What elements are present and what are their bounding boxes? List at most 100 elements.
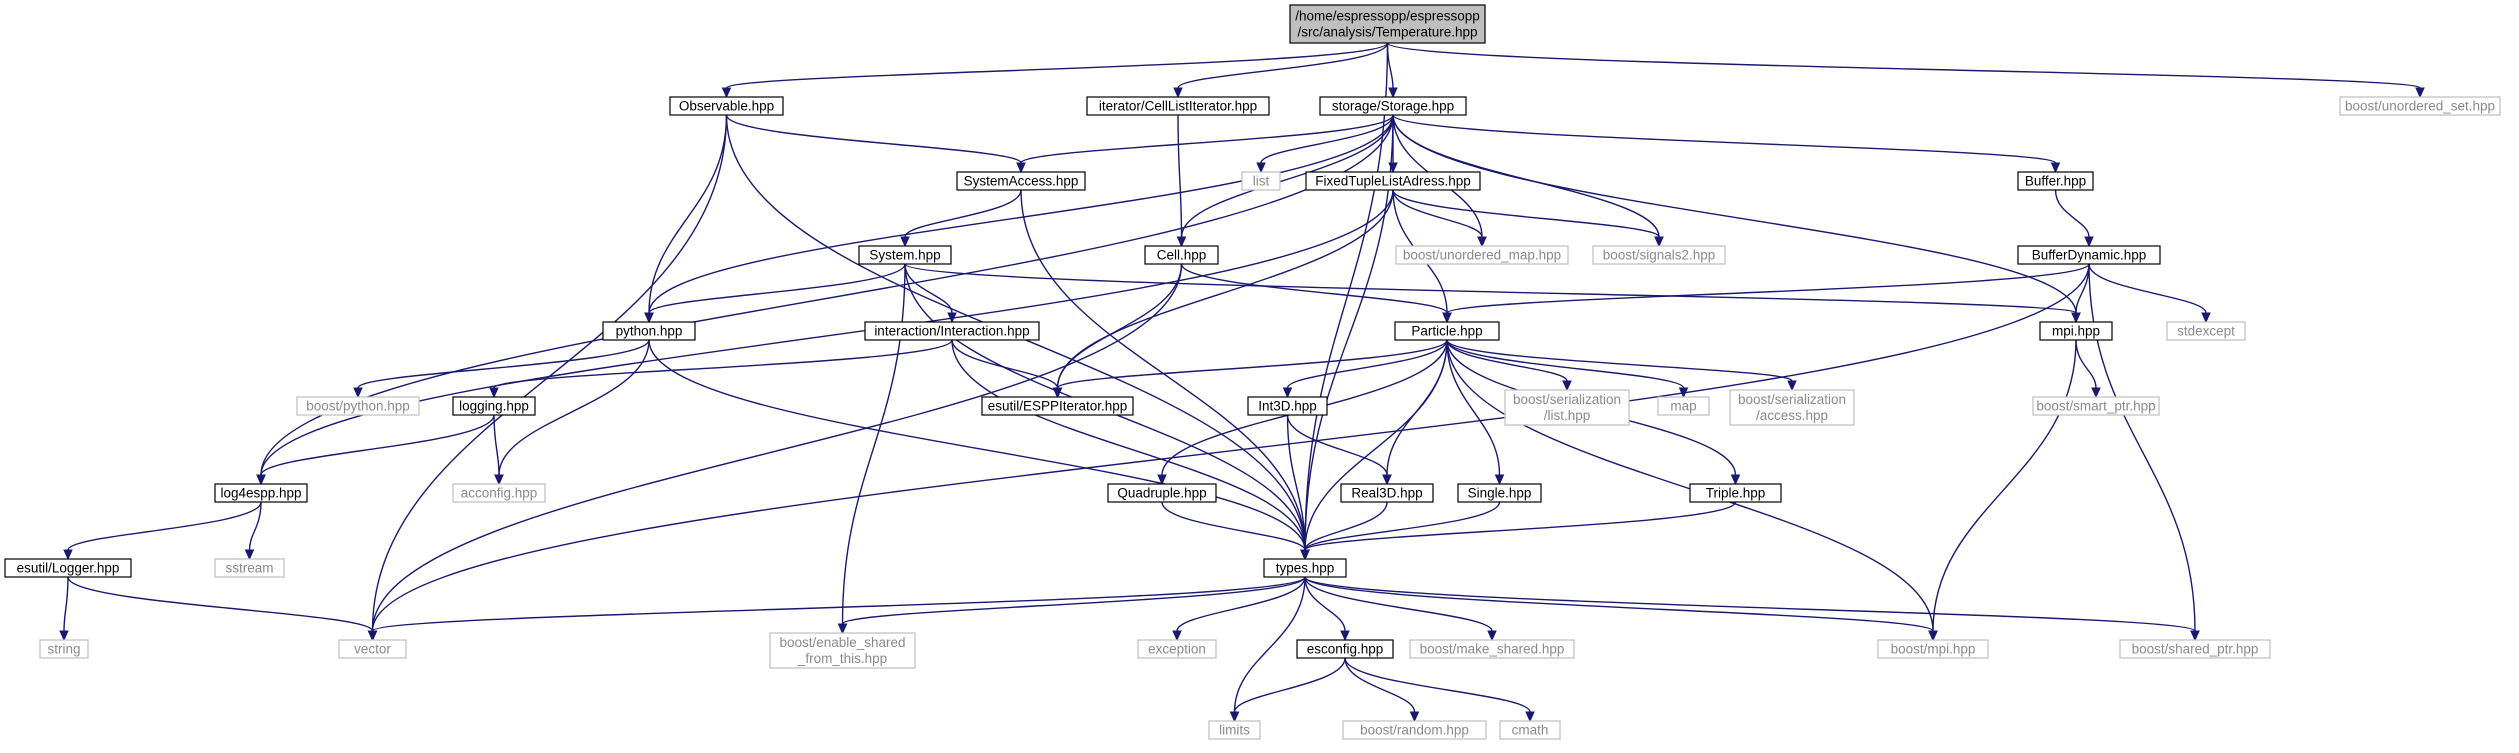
node-smart_ptr: boost/smart_ptr.hpp <box>2032 396 2160 416</box>
edge-esconfig-to-limits <box>1229 657 1346 723</box>
node-label: boost/mpi.hpp <box>1891 642 1976 657</box>
edge-fixedtuple-to-unordered_map <box>1392 189 1487 248</box>
node-python[interactable]: python.hpp <box>602 321 696 341</box>
node-esconfig[interactable]: esconfig.hpp <box>1296 639 1394 659</box>
edge-particle-to-map <box>1446 339 1689 399</box>
node-boostmpi: boost/mpi.hpp <box>1877 639 1989 659</box>
node-buffer[interactable]: Buffer.hpp <box>2017 171 2094 191</box>
edge-python-to-boostpython <box>353 339 650 399</box>
graph-nodes: /home/espressopp/espressopp/src/analysis… <box>4 4 2501 740</box>
node-single[interactable]: Single.hpp <box>1457 483 1542 503</box>
node-label: /access.hpp <box>1756 408 1828 423</box>
edge-esconfig-to-cmath <box>1344 657 1535 723</box>
node-label: storage/Storage.hpp <box>1332 99 1454 114</box>
edge-root-to-unordered_set <box>1386 42 2425 99</box>
node-label: boost/serialization <box>1738 392 1846 407</box>
node-label: Cell.hpp <box>1157 248 1207 263</box>
edge-system-to-interaction <box>904 263 957 324</box>
node-observable[interactable]: Observable.hpp <box>669 96 784 116</box>
edge-real3d-to-types <box>1300 501 1388 561</box>
edge-storage-to-python <box>644 114 1394 324</box>
node-label: limits <box>1219 723 1250 738</box>
node-list: list <box>1241 171 1281 191</box>
node-label: iterator/CellListIterator.hpp <box>1099 99 1257 114</box>
node-boostpython: boost/python.hpp <box>296 396 420 416</box>
node-label: Triple.hpp <box>1706 486 1766 501</box>
node-label: log4espp.hpp <box>220 486 301 501</box>
graph-edges <box>59 42 2425 723</box>
edge-bufferdynamic-to-shared_ptr <box>2088 263 2200 642</box>
edge-observable-to-python <box>644 114 728 324</box>
node-quadruple[interactable]: Quadruple.hpp <box>1107 483 1217 503</box>
node-label: System.hpp <box>869 248 940 263</box>
edge-types-to-vector <box>367 576 1306 642</box>
node-cmath: cmath <box>1499 720 1561 740</box>
node-logging[interactable]: logging.hpp <box>452 396 536 416</box>
edge-bufferdynamic-to-stdexcept <box>2088 263 2211 324</box>
edge-particle-to-ser_list <box>1446 339 1572 392</box>
node-label: Buffer.hpp <box>2025 174 2086 189</box>
node-sstream: sstream <box>214 558 285 578</box>
edge-logger-to-string <box>59 576 69 642</box>
edge-storage-to-buffer <box>1392 114 2061 174</box>
node-map: map <box>1657 396 1710 416</box>
edge-fixedtuple-to-signals2 <box>1392 189 1664 248</box>
edge-triple-to-types <box>1300 501 1737 561</box>
node-triple[interactable]: Triple.hpp <box>1689 483 1782 503</box>
edge-log4espp-to-sstream <box>244 501 262 561</box>
node-label: boost/shared_ptr.hpp <box>2132 642 2259 657</box>
node-label: sstream <box>225 561 273 576</box>
edge-particle-to-single <box>1446 339 1505 486</box>
edge-bufferdynamic-to-vector <box>367 263 2090 642</box>
edge-logger-to-vector <box>67 576 378 642</box>
node-real3d[interactable]: Real3D.hpp <box>1340 483 1434 503</box>
node-label: stdexcept <box>2177 324 2235 339</box>
node-ser_access: boost/serialization/access.hpp <box>1729 389 1855 426</box>
edge-log4espp-to-logger <box>63 501 262 561</box>
node-int3d[interactable]: Int3D.hpp <box>1247 396 1328 416</box>
edge-mpi-to-boostmpi <box>1928 339 2077 642</box>
node-fixedtuple[interactable]: FixedTupleListAdress.hpp <box>1305 171 1481 191</box>
edge-system-to-enable_shared <box>837 263 906 635</box>
node-label: /list.hpp <box>1544 408 1591 423</box>
node-limits: limits <box>1208 720 1261 740</box>
edge-particle-to-esppiterator <box>1052 339 1448 399</box>
edge-systemaccess-to-types <box>1020 189 1310 561</box>
node-storage[interactable]: storage/Storage.hpp <box>1319 96 1467 116</box>
node-label: acconfig.hpp <box>461 486 538 501</box>
node-types[interactable]: types.hpp <box>1263 558 1347 578</box>
edge-root-to-celllistiter <box>1173 42 1389 99</box>
node-particle[interactable]: Particle.hpp <box>1394 321 1500 341</box>
node-esppiterator[interactable]: esutil/ESPPIterator.hpp <box>981 396 1134 416</box>
node-cell[interactable]: Cell.hpp <box>1144 245 1219 265</box>
node-label: interaction/Interaction.hpp <box>874 324 1029 339</box>
edge-root-to-storage <box>1386 42 1398 99</box>
edge-interaction-to-logging <box>489 339 953 399</box>
node-mpi[interactable]: mpi.hpp <box>2039 321 2113 341</box>
node-vector: vector <box>338 639 407 659</box>
edge-logging-to-acconfig <box>493 414 504 486</box>
edge-types-to-enable_shared <box>837 576 1306 635</box>
node-log4espp[interactable]: log4espp.hpp <box>214 483 308 503</box>
node-interaction[interactable]: interaction/Interaction.hpp <box>864 321 1040 341</box>
node-celllistiter[interactable]: iterator/CellListIterator.hpp <box>1086 96 1270 116</box>
edge-cell-to-vector <box>367 263 1183 642</box>
edge-single-to-types <box>1300 501 1501 561</box>
node-label: boost/enable_shared <box>779 635 905 650</box>
node-systemaccess[interactable]: SystemAccess.hpp <box>956 171 1086 191</box>
node-label: list <box>1253 174 1270 189</box>
node-logger[interactable]: esutil/Logger.hpp <box>4 558 132 578</box>
node-root[interactable]: /home/espressopp/espressopp/src/analysis… <box>1289 4 1486 44</box>
edge-interaction-to-types <box>951 339 1310 561</box>
node-label: Int3D.hpp <box>1258 399 1317 414</box>
edge-esconfig-to-random <box>1344 657 1420 723</box>
node-bufferdynamic[interactable]: BufferDynamic.hpp <box>2017 245 2161 265</box>
node-label: Real3D.hpp <box>1351 486 1422 501</box>
node-label: BufferDynamic.hpp <box>2032 248 2147 263</box>
node-acconfig: acconfig.hpp <box>452 483 546 503</box>
edge-system-to-python <box>644 263 906 324</box>
node-label: _from_this.hpp <box>797 651 887 666</box>
node-system[interactable]: System.hpp <box>858 245 952 265</box>
edge-int3d-to-real3d <box>1286 414 1392 486</box>
node-label: boost/signals2.hpp <box>1603 248 1716 263</box>
